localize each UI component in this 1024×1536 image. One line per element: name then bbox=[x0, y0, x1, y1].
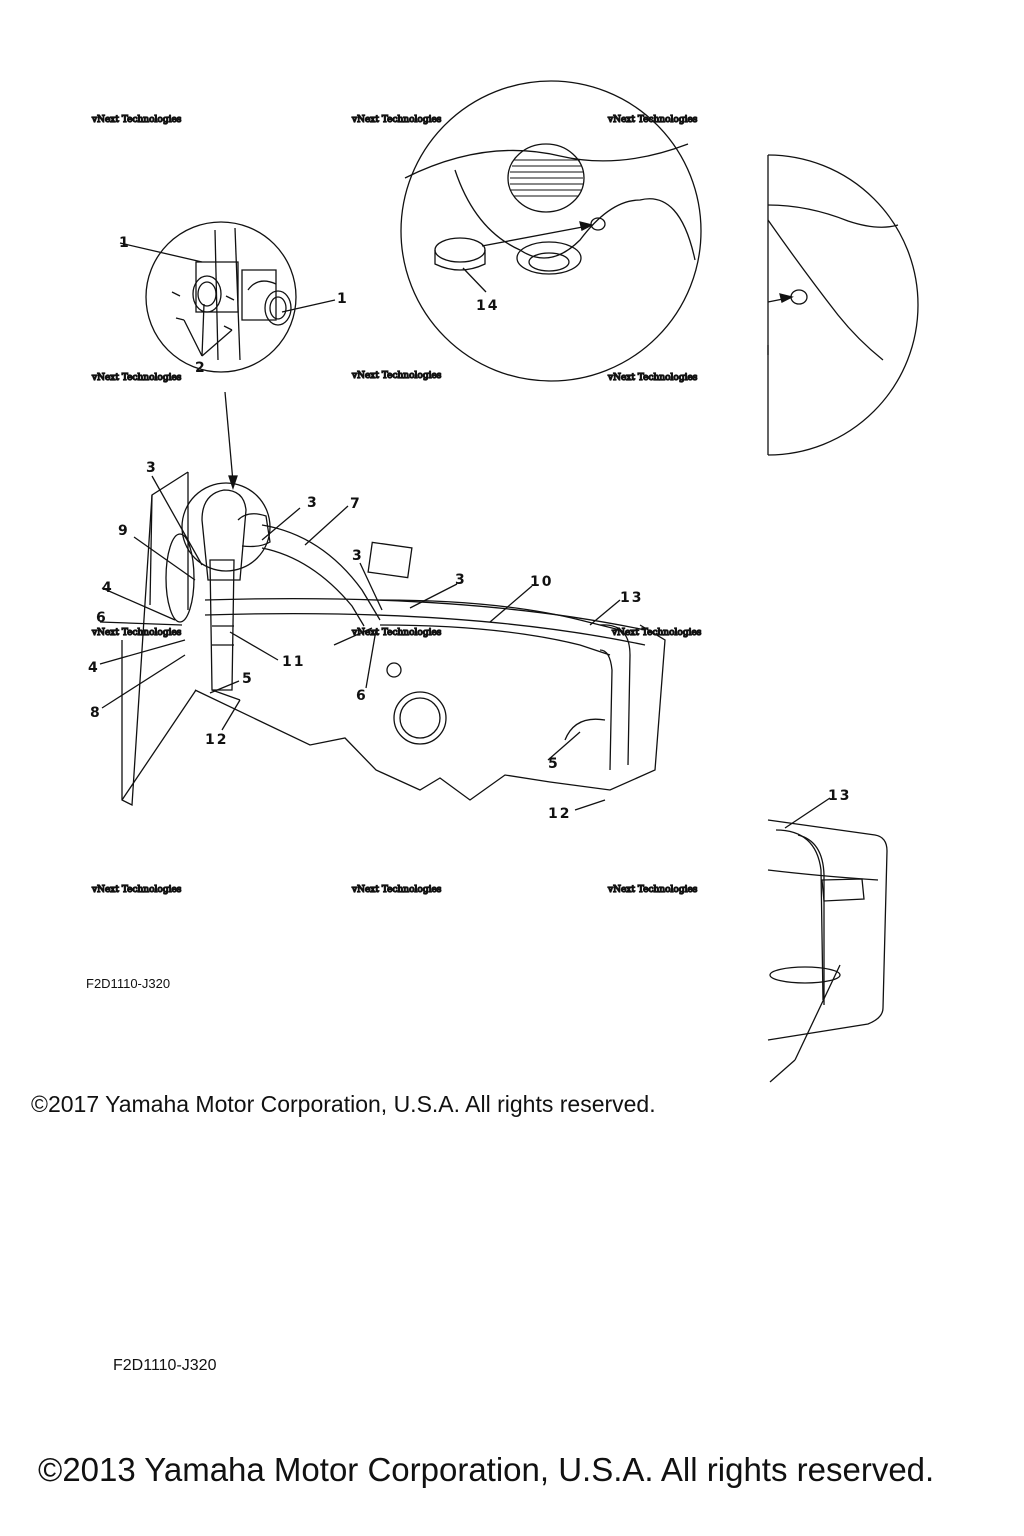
watermark: vNext Technologies bbox=[607, 373, 698, 383]
arrow-head bbox=[228, 475, 238, 491]
copyright-notice: ©2017 Yamaha Motor Corporation, U.S.A. A… bbox=[31, 1091, 656, 1117]
callout-1: 1 bbox=[337, 291, 349, 307]
callout-12: 12 bbox=[548, 806, 571, 822]
callout-1: 1 bbox=[119, 235, 131, 251]
callout-5: 5 bbox=[242, 671, 254, 687]
callout-13: 13 bbox=[620, 590, 643, 606]
callout-10: 10 bbox=[530, 574, 553, 590]
callout-3: 3 bbox=[307, 495, 319, 511]
watermark: vNext Technologies bbox=[91, 115, 182, 125]
watermark: vNext Technologies bbox=[91, 885, 182, 895]
callouts: 1 1 2 14 3 3 7 9 3 3 10 13 4 6 4 11 6 5 … bbox=[88, 235, 851, 822]
callout-3: 3 bbox=[455, 572, 467, 588]
detail-circle-grommet bbox=[400, 80, 702, 382]
callout-8: 8 bbox=[90, 705, 102, 721]
callout-6: 6 bbox=[96, 610, 108, 626]
watermark: vNext Technologies bbox=[611, 628, 702, 638]
callout-6: 6 bbox=[356, 688, 368, 704]
callout-9: 9 bbox=[118, 523, 130, 539]
watermark: vNext Technologies bbox=[351, 628, 442, 638]
callout-3: 3 bbox=[352, 548, 364, 564]
watermark: vNext Technologies bbox=[91, 373, 182, 383]
leader-arrow bbox=[224, 391, 234, 483]
detail-circle-partial bbox=[767, 154, 919, 456]
callout-4: 4 bbox=[88, 660, 100, 676]
watermark: vNext Technologies bbox=[607, 885, 698, 895]
watermark: vNext Technologies bbox=[351, 885, 442, 895]
watermark: vNext Technologies bbox=[351, 115, 442, 125]
watermark: vNext Technologies bbox=[351, 371, 442, 381]
diagram-code: F2D1110-J320 bbox=[113, 1357, 217, 1374]
main-assembly bbox=[99, 471, 666, 811]
callout-7: 7 bbox=[350, 496, 362, 512]
callout-3: 3 bbox=[146, 460, 158, 476]
watermark: vNext Technologies bbox=[91, 628, 182, 638]
detail-partial-tank bbox=[767, 797, 888, 1083]
callout-5: 5 bbox=[548, 756, 560, 772]
detail-circle-vent-elbows bbox=[119, 221, 336, 373]
callout-11: 11 bbox=[282, 654, 305, 670]
watermarks: vNext Technologies vNext Technologies vN… bbox=[90, 114, 702, 895]
diagram-code: F2D1110-J320 bbox=[86, 976, 171, 991]
callout-2: 2 bbox=[195, 360, 207, 376]
callout-12: 12 bbox=[205, 732, 228, 748]
callout-4: 4 bbox=[102, 580, 114, 596]
callout-14: 14 bbox=[476, 298, 499, 314]
callout-13: 13 bbox=[828, 788, 851, 804]
copyright-notice: ©2013 Yamaha Motor Corporation, U.S.A. A… bbox=[38, 1451, 935, 1488]
